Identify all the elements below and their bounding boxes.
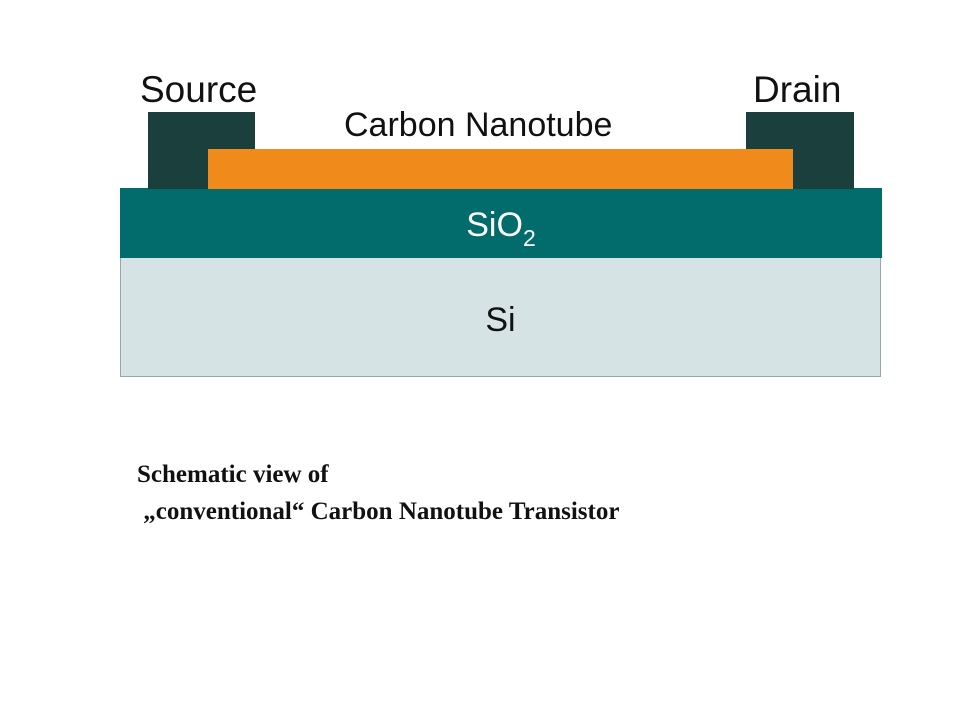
oxide-label: SiO2 [0,206,960,250]
substrate-label: Si [485,301,516,339]
oxide-label-base: SiO [466,206,523,244]
nanotube-label: Carbon Nanotube [344,106,613,144]
caption-line-1: Schematic view of [137,461,329,488]
oxide-label-subscript: 2 [522,225,536,251]
carbon-nanotube [208,149,793,189]
caption-line-2: „conventional“ Carbon Nanotube Transisto… [137,498,620,525]
silicon-substrate-layer [120,257,881,377]
silicon-dioxide-layer [120,188,882,258]
source-label: Source [140,69,258,110]
figure-caption: Schematic view of „conventional“ Carbon … [137,456,619,530]
drain-label: Drain [753,69,842,110]
